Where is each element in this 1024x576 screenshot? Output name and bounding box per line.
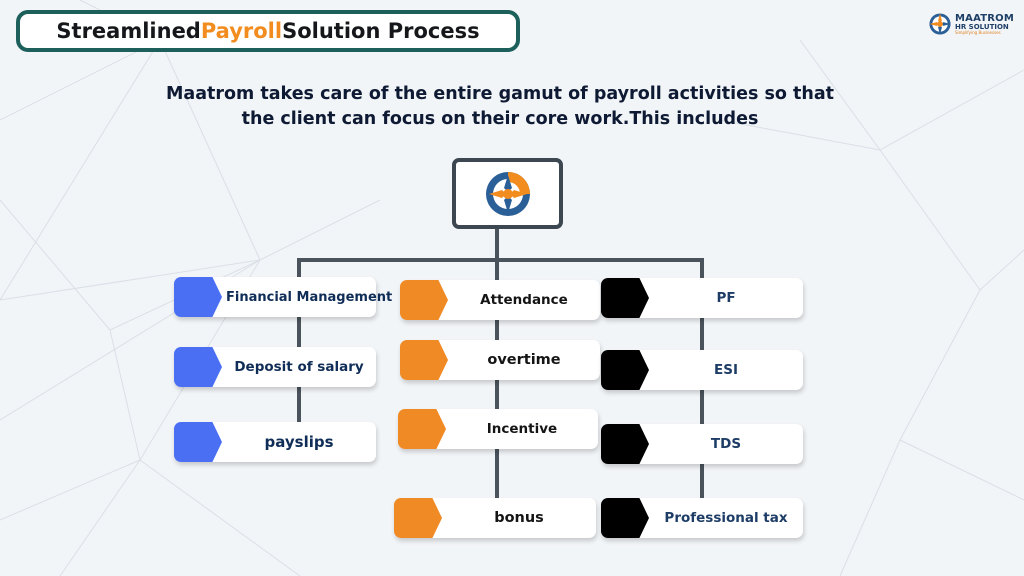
item-tds: TDS xyxy=(601,424,803,464)
black-tab-marker xyxy=(601,350,649,390)
maatrom-compass-logo-icon xyxy=(485,171,530,216)
black-tab-marker xyxy=(601,424,649,464)
brand-tagline: Simplifying Businesses xyxy=(955,29,1001,35)
connector-column-2 xyxy=(495,258,499,520)
item-label: payslips xyxy=(264,433,334,451)
page-title: Streamlined Payroll Solution Process xyxy=(16,10,520,52)
intro-text: Maatrom takes care of the entire gamut o… xyxy=(150,82,850,132)
brand-name: MAATROM xyxy=(955,12,1015,24)
item-label: Incentive xyxy=(486,421,558,437)
orange-tab-marker xyxy=(398,409,446,449)
connector-horizontal-bar xyxy=(297,258,704,262)
item-esi: ESI xyxy=(601,350,803,390)
root-node xyxy=(452,158,563,229)
brand-sub: HR SOLUTION xyxy=(955,22,1009,31)
item-label: PF xyxy=(716,290,736,306)
item-label: ESI xyxy=(714,362,738,378)
item-payslips: payslips xyxy=(174,422,376,462)
item-label: bonus xyxy=(494,510,544,526)
blue-tab-marker xyxy=(174,422,222,462)
item-professional-tax: Professional tax xyxy=(601,498,803,538)
intro-line-1: Maatrom takes care of the entire gamut o… xyxy=(165,84,835,104)
intro-line-2: the client can focus on their core work.… xyxy=(241,109,759,129)
brand-logo: MAATROM HR SOLUTION Simplifying Business… xyxy=(928,10,1014,38)
title-accent: Payroll xyxy=(200,19,283,43)
item-label: Professional tax xyxy=(664,510,788,526)
item-label: Attendance xyxy=(480,292,568,308)
blue-tab-marker xyxy=(174,277,222,317)
title-prefix: Streamlined xyxy=(56,19,201,43)
orange-tab-marker xyxy=(394,498,442,538)
item-label: Financial Management xyxy=(226,289,393,305)
compass-logo-icon xyxy=(929,13,951,35)
black-tab-marker xyxy=(601,278,649,318)
item-label: overtime xyxy=(487,352,561,368)
black-tab-marker xyxy=(601,498,649,538)
item-label: Deposit of salary xyxy=(234,359,364,375)
item-financial-management: Financial Management xyxy=(174,277,393,317)
item-overtime: overtime xyxy=(400,340,600,380)
item-incentive: Incentive xyxy=(398,409,598,449)
blue-tab-marker xyxy=(174,347,222,387)
orange-tab-marker xyxy=(400,280,448,320)
item-bonus: bonus xyxy=(394,498,596,538)
item-label: TDS xyxy=(710,436,742,452)
title-suffix: Solution Process xyxy=(282,19,480,43)
item-attendance: Attendance xyxy=(400,280,600,320)
item-pf: PF xyxy=(601,278,803,318)
connector-root-stem xyxy=(495,229,499,261)
item-deposit-of-salary: Deposit of salary xyxy=(174,347,376,387)
orange-tab-marker xyxy=(400,340,448,380)
